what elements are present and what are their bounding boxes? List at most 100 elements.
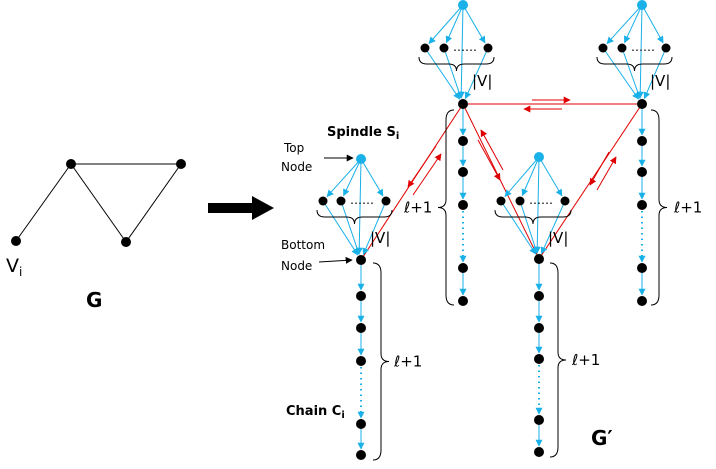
- graph-g-prime-title: G′: [591, 426, 613, 450]
- graph-g-vertex: [176, 159, 186, 169]
- spindle-edge: [360, 158, 384, 197]
- spindle-middle-node: [420, 43, 430, 53]
- top-node: [637, 0, 647, 10]
- spindle-edge: [445, 4, 464, 44]
- spindle-middle-node: [381, 196, 391, 206]
- spindle-edge: [533, 156, 541, 254]
- spindle-edge: [462, 4, 486, 44]
- spindle-edge: [602, 47, 639, 100]
- graph-g-vertex-vi: [11, 236, 21, 246]
- top-node-label-line1: Top: [283, 141, 304, 155]
- bottom-node: [356, 255, 366, 265]
- spindle-edge: [621, 47, 642, 100]
- v-count-label: |V|: [472, 72, 492, 90]
- spindle-edge: [519, 200, 539, 254]
- bottom-node-pointer: [318, 256, 353, 264]
- top-node: [356, 154, 366, 164]
- v-count-label: |V|: [548, 229, 568, 247]
- spindle-middle-node: [496, 196, 506, 206]
- chain-length-label: ℓ+1: [393, 353, 422, 371]
- spindles: ……………………: [318, 0, 671, 460]
- chain-node: [637, 296, 647, 306]
- chain-node: [534, 323, 544, 333]
- red-direction-arrow: [480, 129, 504, 171]
- chain-node: [534, 415, 544, 425]
- top-node: [458, 0, 468, 10]
- vertical-brace: [437, 109, 455, 306]
- spindle-middle-node: [661, 43, 671, 53]
- chain-node: [458, 200, 468, 210]
- horizontal-brace: [418, 56, 495, 72]
- spindle-edge: [521, 156, 540, 197]
- graph-g-vertex: [121, 237, 131, 247]
- chain-node: [458, 263, 468, 273]
- horizontal-brace: [596, 56, 673, 72]
- bottom-node: [534, 254, 544, 264]
- horizontal-brace: [494, 209, 572, 225]
- spindle-middle-node: [483, 43, 493, 53]
- cross-spindle-edges: [360, 96, 643, 261]
- spindle-edge: [624, 4, 643, 44]
- vertical-brace: [650, 109, 668, 306]
- chain-length-label: ℓ+1: [673, 199, 702, 217]
- horizontal-brace: [316, 209, 393, 225]
- spindle-middle-node: [439, 43, 449, 53]
- spindle-middle-node: [318, 196, 328, 206]
- spindle-edge: [464, 47, 489, 100]
- spindle-middle-node: [560, 196, 570, 206]
- spindle-edge: [355, 158, 363, 255]
- spindle-edge: [504, 156, 540, 197]
- chain-label: Chain Ci: [286, 404, 345, 421]
- bottom-node: [458, 99, 468, 109]
- spindle-edge: [326, 158, 362, 198]
- v-count-label: |V|: [650, 72, 670, 90]
- top-node: [534, 152, 544, 162]
- chain-node: [458, 167, 468, 177]
- ellipsis-dots: ……: [529, 193, 553, 207]
- spindle-middle-node: [336, 196, 346, 206]
- spindle-edge: [343, 158, 362, 197]
- spindle-edge: [322, 200, 359, 256]
- spindle-label: Spindle Si: [327, 125, 399, 142]
- spindle-middle-node: [515, 196, 525, 206]
- v-count-label: |V|: [370, 229, 390, 247]
- ellipsis-dots: ……: [350, 193, 374, 207]
- chain-node: [534, 291, 544, 301]
- red-direction-arrow: [596, 156, 617, 191]
- spindle-edge: [540, 200, 566, 255]
- ellipsis-dots: ……: [631, 40, 655, 54]
- spindle-edge: [606, 4, 643, 45]
- chain-node: [356, 323, 366, 333]
- spindle-middle-node: [598, 43, 608, 53]
- chain-length-label: ℓ+1: [403, 199, 432, 217]
- bottom-node: [637, 99, 647, 109]
- top-node-label-line2: Node: [281, 160, 312, 174]
- spindle-edge: [428, 4, 464, 45]
- chain-node: [637, 167, 647, 177]
- red-direction-arrow: [407, 145, 437, 188]
- bottom-node-label-line2: Node: [281, 259, 312, 273]
- spindle-edge: [340, 200, 361, 255]
- chain-node: [356, 450, 366, 460]
- spindle-edge: [424, 47, 461, 100]
- transform-arrow: [208, 196, 274, 220]
- vertical-brace: [372, 262, 390, 461]
- chain-node: [356, 419, 366, 429]
- spindle-edge: [500, 200, 537, 255]
- red-direction-arrow: [589, 151, 610, 186]
- spindle-edge: [443, 47, 463, 99]
- vertical-brace: [549, 262, 567, 458]
- chain-node: [356, 356, 366, 366]
- spindle-edge: [362, 200, 387, 256]
- spindle-edge: [636, 4, 644, 99]
- graph-g-vertex: [66, 159, 76, 169]
- red-direction-arrow: [412, 153, 442, 196]
- chain-node: [458, 296, 468, 306]
- spindle-edge: [457, 4, 465, 99]
- vertex-vi-label: Vi: [6, 255, 22, 279]
- chain-node: [534, 354, 544, 364]
- spindle-middle-node: [617, 43, 627, 53]
